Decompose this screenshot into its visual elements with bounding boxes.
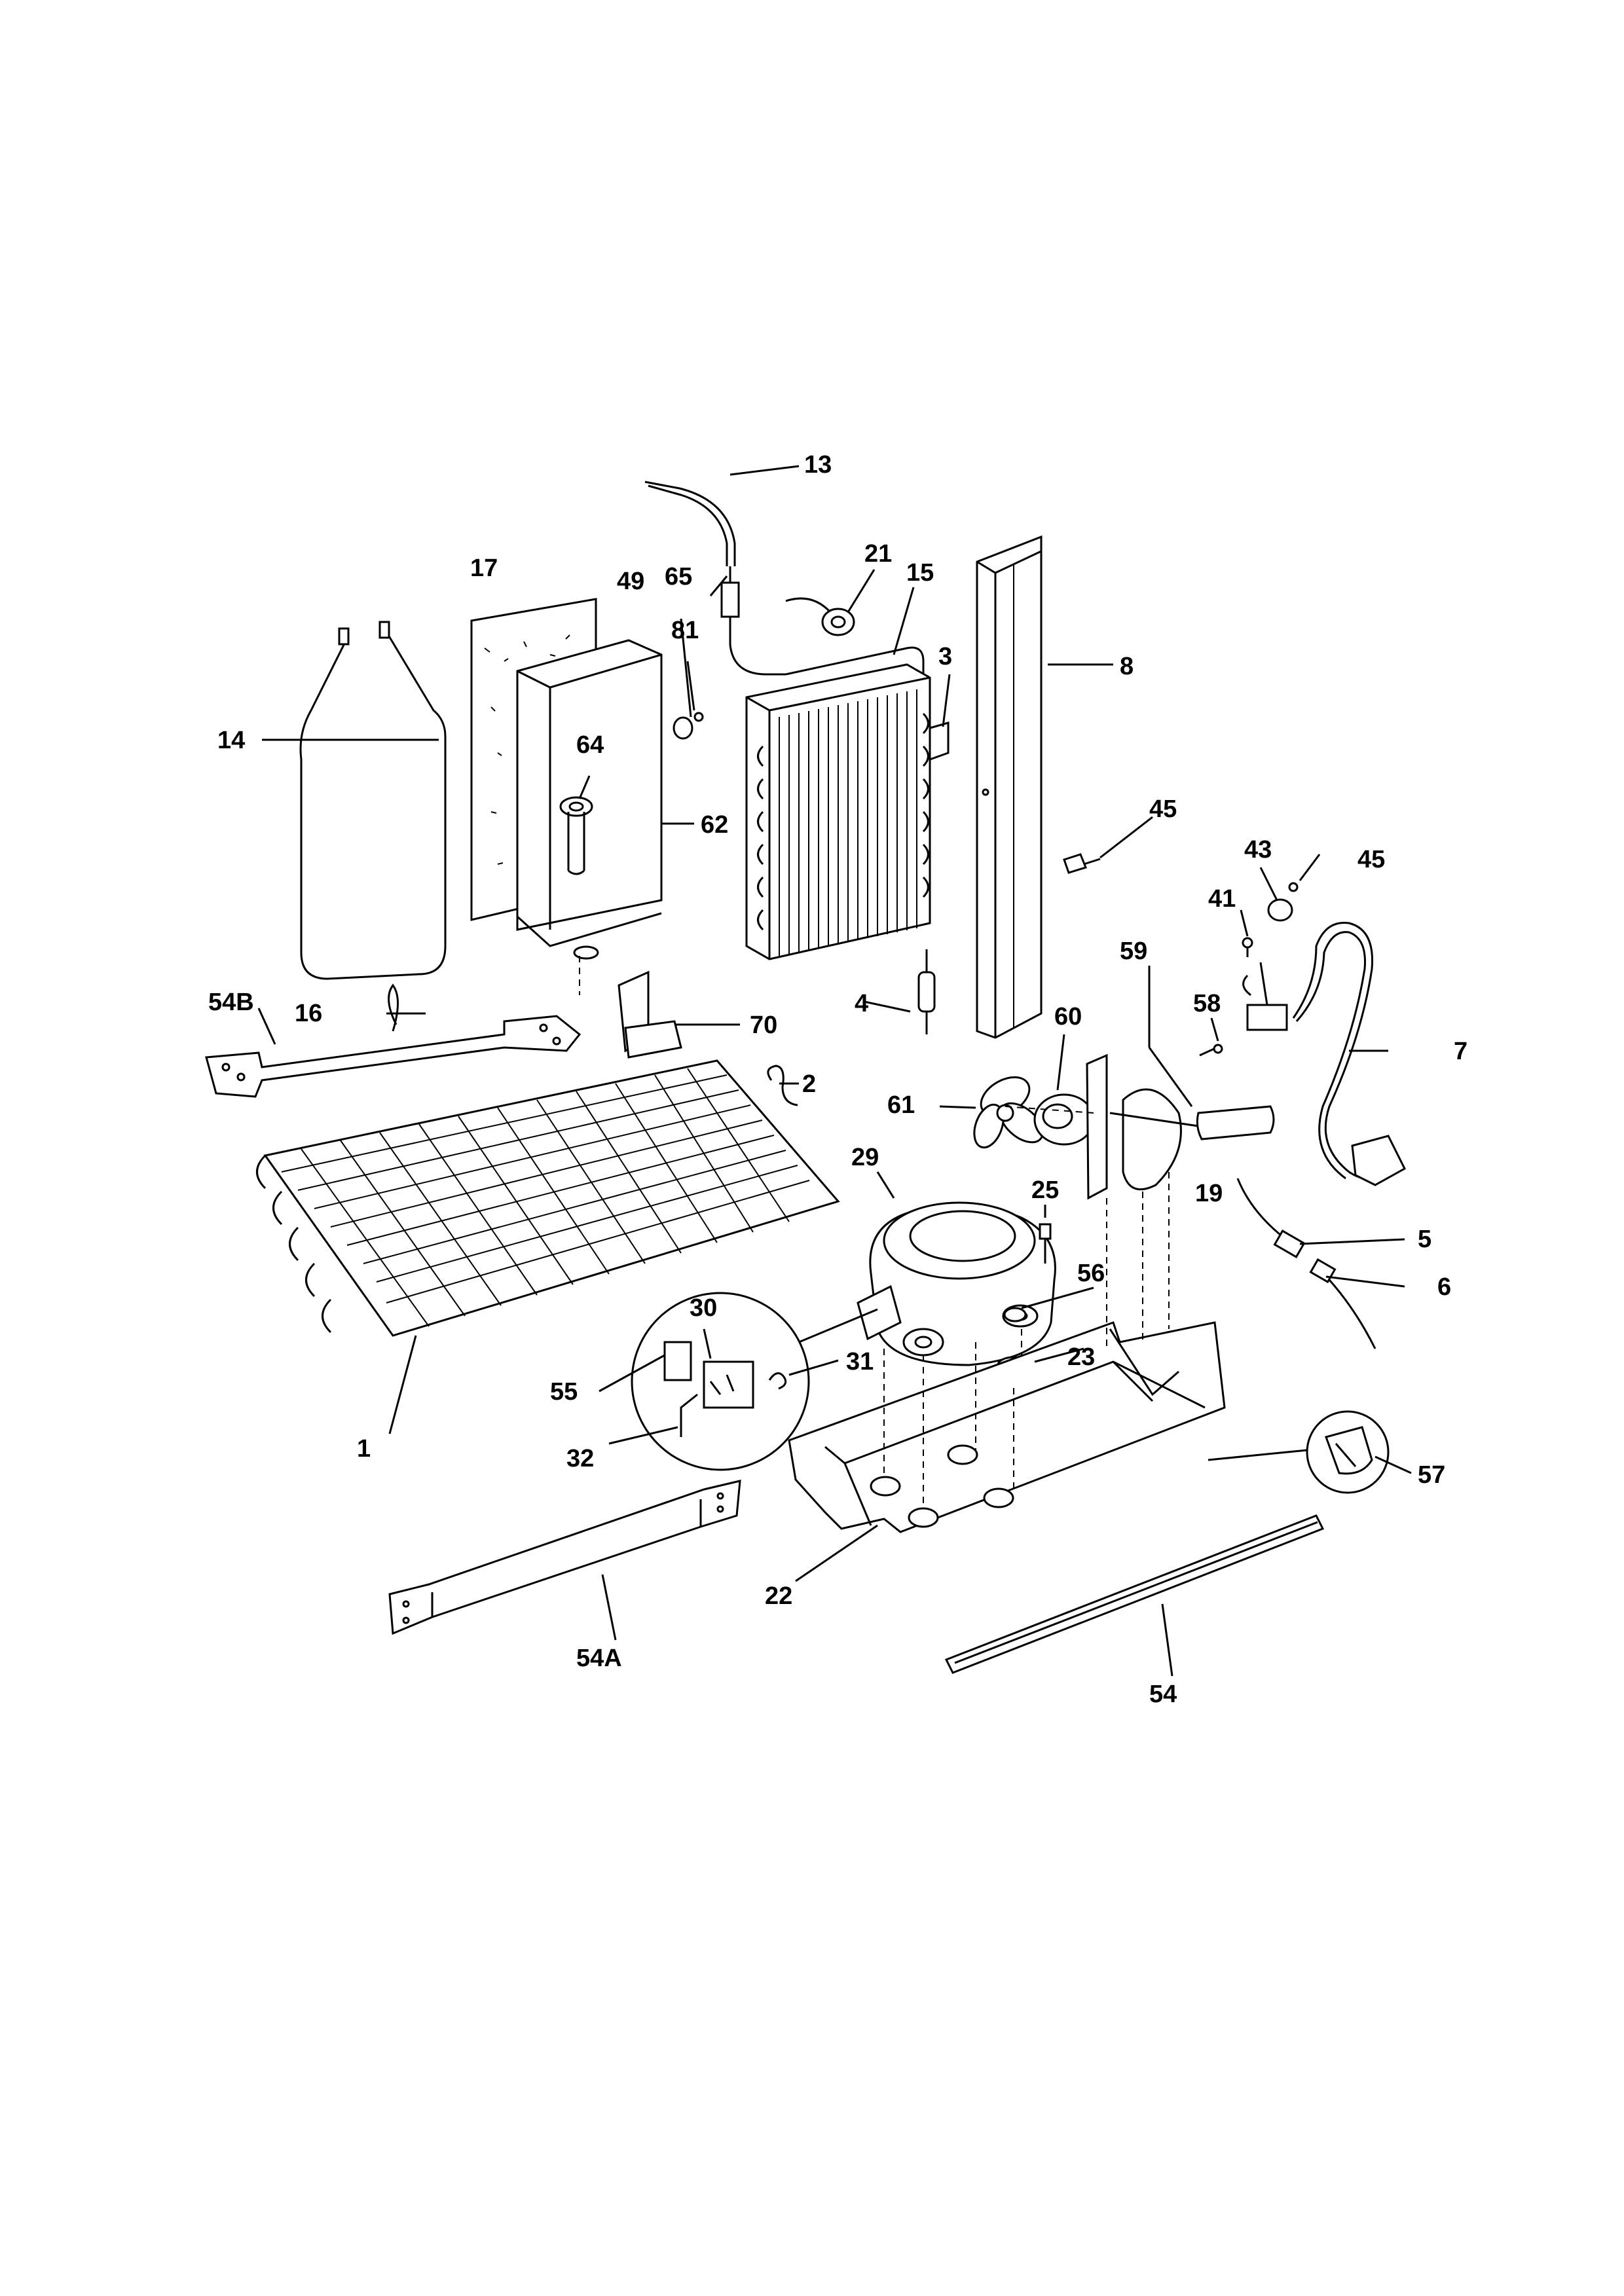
callout-45-upper: 45 <box>1149 795 1177 823</box>
part-58-screw <box>1199 1044 1223 1057</box>
relay-detail-circle <box>631 1292 878 1471</box>
callout-labels: 13 17 49 65 21 15 81 3 8 14 64 62 45 43 … <box>208 451 1467 1708</box>
part-70-bracket <box>618 970 682 1059</box>
callout-57: 57 <box>1418 1461 1445 1489</box>
tray-mount-feet <box>870 1444 1014 1528</box>
part-6-connector <box>1309 1258 1376 1349</box>
callout-2: 2 <box>802 1070 816 1098</box>
callout-21: 21 <box>864 540 892 568</box>
callout-15: 15 <box>906 559 934 587</box>
part-54b-bracket <box>205 1015 581 1098</box>
callout-31: 31 <box>846 1348 874 1376</box>
part-41-screw <box>1242 937 1253 957</box>
part-32-wire-clip <box>680 1393 698 1437</box>
callout-45-lower: 45 <box>1357 846 1385 873</box>
part-30-relay <box>703 1360 754 1409</box>
callout-43: 43 <box>1244 836 1272 864</box>
part-25-bolt <box>1039 1223 1052 1264</box>
callout-8: 8 <box>1120 653 1134 680</box>
callout-62: 62 <box>701 811 728 839</box>
part-3-clip <box>929 721 950 761</box>
part-14-heater-loop <box>299 621 447 980</box>
part-4-drier <box>917 949 936 1034</box>
callout-25: 25 <box>1031 1176 1059 1204</box>
callout-54: 54 <box>1149 1681 1177 1708</box>
callout-54b: 54B <box>208 989 254 1016</box>
callout-7: 7 <box>1454 1038 1467 1065</box>
part-54a-rail <box>388 1480 741 1635</box>
assembly-dashed-lines <box>579 956 1170 1509</box>
part-22-base-tray <box>788 1321 1226 1533</box>
part-55-relay-cover <box>663 1341 692 1381</box>
callout-6: 6 <box>1437 1273 1451 1301</box>
callout-56: 56 <box>1077 1260 1105 1287</box>
part-59-fan-bracket <box>1086 1053 1199 1200</box>
part-57-clip-detail <box>1208 1410 1390 1494</box>
part-45-screw-upper <box>1063 853 1101 874</box>
callout-22: 22 <box>765 1582 792 1610</box>
part-8-vertical-channel <box>976 535 1043 1039</box>
part-7-power-cord <box>1242 921 1406 1186</box>
part-2-spring-clip <box>767 1065 798 1106</box>
part-29-compressor <box>857 1201 1056 1366</box>
part-19-tube <box>1196 1105 1275 1140</box>
callout-14: 14 <box>217 727 245 754</box>
callout-19: 19 <box>1195 1180 1223 1207</box>
callout-4: 4 <box>855 990 868 1017</box>
leader-lines <box>257 465 1412 1677</box>
part-60-fan-motor <box>1033 1093 1095 1146</box>
callout-5: 5 <box>1418 1226 1431 1253</box>
callout-58: 58 <box>1193 990 1221 1017</box>
part-16-ring-clip <box>388 983 399 1032</box>
callout-81: 81 <box>671 617 699 644</box>
part-45-screw-lower <box>1288 882 1299 892</box>
callout-3: 3 <box>938 643 952 670</box>
part-31-spring <box>768 1372 787 1390</box>
callout-70: 70 <box>750 1011 777 1039</box>
callout-60: 60 <box>1054 1003 1082 1030</box>
callout-17: 17 <box>470 555 498 582</box>
callout-13: 13 <box>804 451 832 479</box>
part-13-sensor-tube <box>644 481 736 566</box>
part-15-evaporator-coil <box>745 646 931 960</box>
callout-64: 64 <box>576 731 604 759</box>
callout-55: 55 <box>550 1378 578 1406</box>
part-1-condenser-grid <box>256 1059 840 1337</box>
callout-29: 29 <box>851 1144 879 1171</box>
callout-1: 1 <box>357 1435 371 1463</box>
callout-65: 65 <box>665 563 692 591</box>
callout-16: 16 <box>295 1000 322 1027</box>
part-54-rail <box>944 1514 1325 1674</box>
callout-32: 32 <box>566 1445 594 1472</box>
callout-49: 49 <box>617 568 644 595</box>
callout-59: 59 <box>1120 938 1147 965</box>
part-5-connector <box>1236 1178 1306 1258</box>
part-64-drain-tube <box>559 796 593 875</box>
callout-41: 41 <box>1208 885 1236 913</box>
callout-61: 61 <box>887 1091 915 1119</box>
part-43-cord-clip <box>1267 898 1293 922</box>
part-49-clip <box>673 716 693 740</box>
part-61-fan-blade <box>973 1076 1044 1149</box>
part-21-thermostat <box>785 597 855 636</box>
callout-54a: 54A <box>576 1645 622 1672</box>
callout-23: 23 <box>1067 1343 1095 1371</box>
part-56-washer <box>1003 1307 1027 1322</box>
part-81-screw <box>693 712 704 722</box>
part-65-tube-connector <box>720 566 786 676</box>
callout-30: 30 <box>690 1294 717 1322</box>
part-62-evaporator-housing <box>516 639 663 960</box>
